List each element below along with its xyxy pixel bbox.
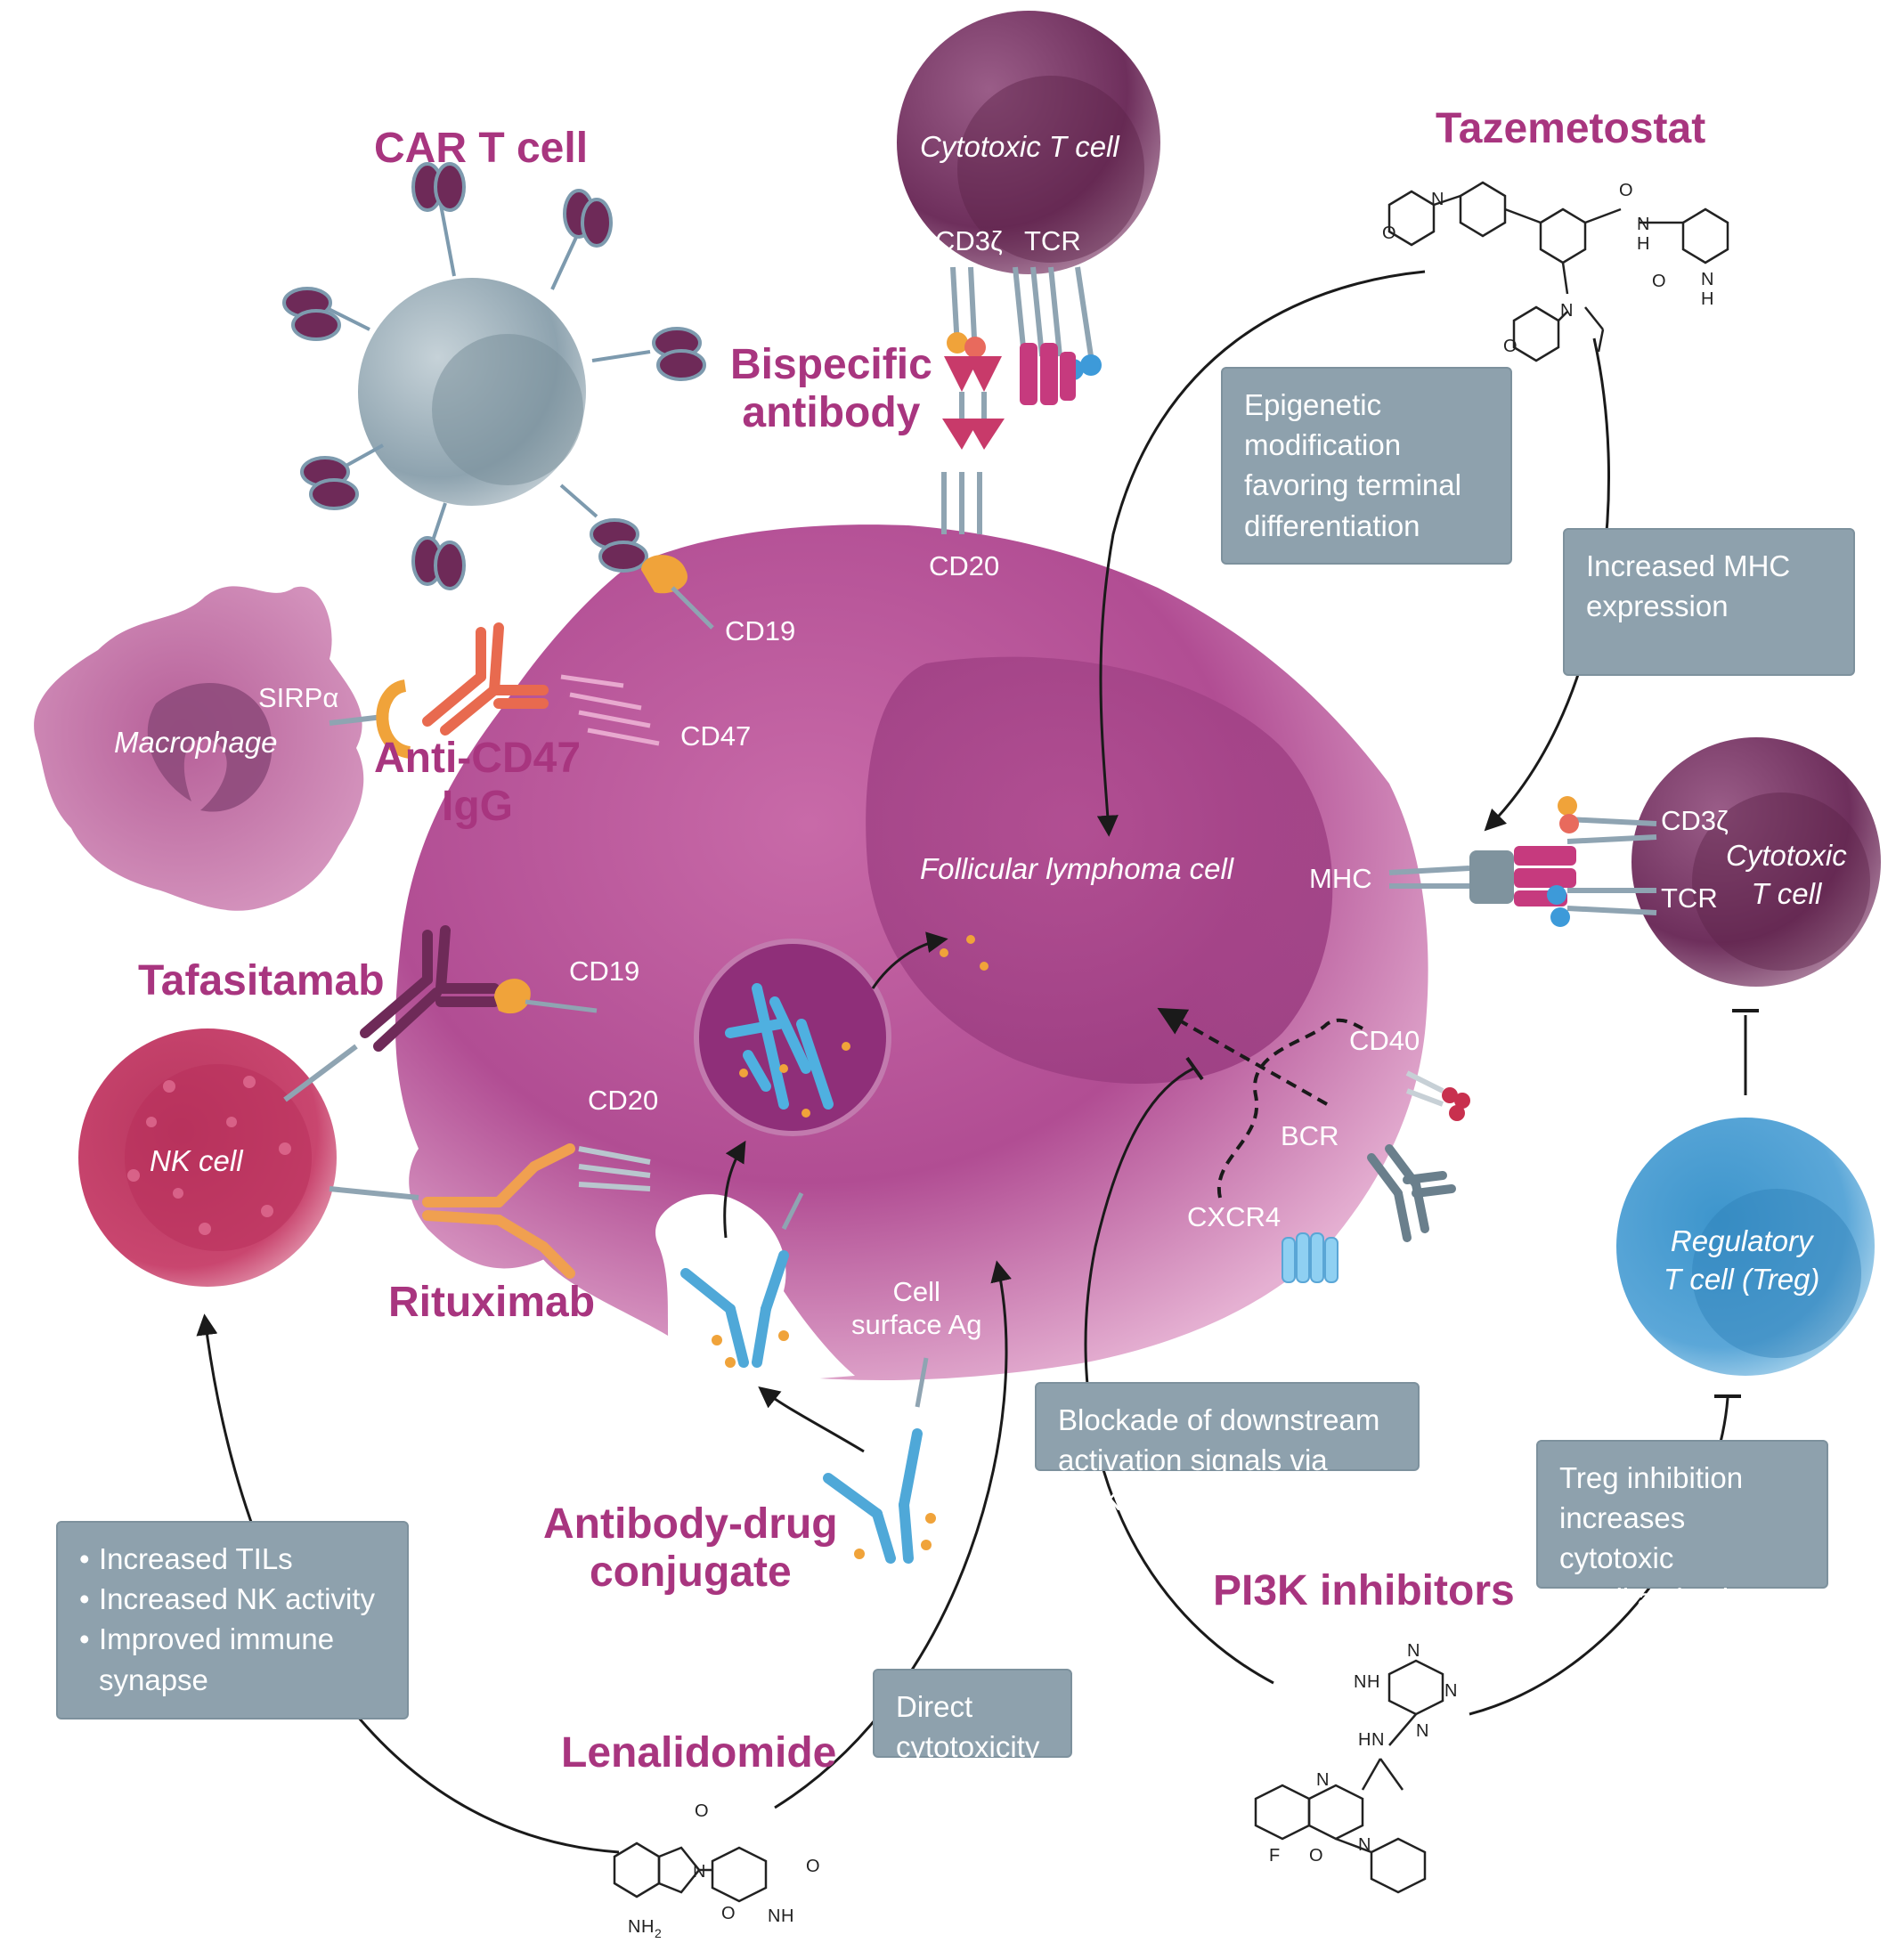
cytotoxic-t-cell-top-label: Cytotoxic T cell <box>920 130 1119 163</box>
chem-atom-o: O <box>695 1801 709 1821</box>
cell-surface-ag-label: Cell surface Ag <box>851 1276 982 1341</box>
chem-atom-o: O <box>1652 272 1666 291</box>
chem-atom-o: O <box>1382 224 1396 243</box>
macrophage-label: Macrophage <box>114 726 278 759</box>
chem-atom-n: N <box>1316 1770 1329 1790</box>
lenalidomide-title: Lenalidomide <box>561 1729 837 1776</box>
immune-effects-list: Increased TILs Increased NK activity Imp… <box>79 1539 386 1700</box>
cd40-label: CD40 <box>1349 1025 1420 1056</box>
chem-atom-o: O <box>1309 1846 1323 1866</box>
mhc-label: MHC <box>1309 863 1372 894</box>
chem-atom-n: N <box>1371 1730 1384 1750</box>
chem-atom-n: N <box>1407 1641 1420 1661</box>
tazemetostat-title: Tazemetostat <box>1436 105 1706 152</box>
pi3k-inhibitor-structure <box>1254 1659 1444 1894</box>
cd47-label: CD47 <box>680 720 752 752</box>
chem-atom-n: N <box>1416 1721 1428 1741</box>
treg-inhibition-box: Treg inhibition increases cytotoxic T ce… <box>1536 1440 1828 1615</box>
direct-cytotoxicity-box: Direct cytotoxicity <box>873 1669 1072 1763</box>
tcr-top-label: TCR <box>1024 225 1081 256</box>
rituximab-title: Rituximab <box>388 1279 596 1326</box>
pi3k-title: PI3K inhibitors <box>1213 1567 1515 1614</box>
immune-effect-item: Increased TILs <box>79 1539 386 1579</box>
bispecific-title: Bispecific antibody <box>730 341 932 436</box>
pi3k-atoms: N N H N N H N N N F O <box>1269 1641 1457 1866</box>
chem-atom-o: O <box>721 1904 736 1923</box>
chem-atom-n: N <box>1560 301 1573 321</box>
chem-atom-n: N <box>1637 215 1649 234</box>
tafasitamab-title: Tafasitamab <box>138 957 385 1004</box>
chem-atom-o: O <box>1503 337 1518 356</box>
chem-atom-n: N <box>693 1862 705 1882</box>
chem-atom-h: H <box>1637 234 1649 254</box>
chem-atom-n: N <box>1354 1672 1366 1692</box>
chem-atom-n: N <box>1358 1835 1371 1855</box>
tcr-right-label: TCR <box>1661 882 1718 914</box>
chem-atom-h: H <box>641 1917 654 1937</box>
lenalidomide-atoms: O O N O N H N H 2 <box>628 1801 820 1940</box>
chem-atom-o: O <box>1619 181 1633 200</box>
chem-atom-f: F <box>1269 1846 1280 1866</box>
bcr-label: BCR <box>1281 1120 1339 1151</box>
cd20-left-label: CD20 <box>588 1085 659 1116</box>
immune-effects-box: Increased TILs Increased NK activity Imp… <box>56 1521 409 1719</box>
car-receptors <box>282 162 706 590</box>
chem-atom-o: O <box>806 1857 820 1876</box>
blockade-box: Blockade of downstream activation signal… <box>1035 1382 1420 1516</box>
cytotoxic-t-cell-top <box>897 11 1160 274</box>
sirpa-label: SIRPα <box>258 682 339 713</box>
chem-atom-h: H <box>1367 1672 1379 1692</box>
immune-effect-item: Improved immune synapse <box>79 1619 386 1699</box>
adc-title: Antibody-drug conjugate <box>543 1500 838 1596</box>
treg-cell <box>1616 1118 1875 1376</box>
epigenetic-box: Epigenetic modification favoring termina… <box>1221 367 1512 565</box>
macrophage <box>34 586 364 911</box>
chem-atom-n: N <box>768 1906 780 1926</box>
cytotoxic-t-cell-right-label: Cytotoxic T cell <box>1726 839 1847 910</box>
chem-atom-n: N <box>1701 270 1713 289</box>
cytotoxic-t-cell-right <box>1631 737 1881 987</box>
chem-atom-h: H <box>1701 289 1713 309</box>
tazemetostat-atoms: N O O N H O N H N O <box>1382 181 1713 356</box>
car-t-title: CAR T cell <box>374 125 589 172</box>
chem-atom-n: N <box>1444 1681 1457 1701</box>
cd3z-right-label: CD3ζ <box>1661 805 1729 836</box>
cd19-top-label: CD19 <box>725 615 796 646</box>
treg-label: Regulatory T cell (Treg) <box>1664 1224 1820 1296</box>
lenalidomide-structure <box>613 1841 768 1903</box>
cxcr4-label: CXCR4 <box>1187 1201 1282 1232</box>
tumor-nucleus <box>866 656 1333 1085</box>
chem-atom-h: H <box>1358 1730 1371 1750</box>
immune-effect-item: Increased NK activity <box>79 1579 386 1619</box>
chem-atom-n: N <box>628 1917 640 1937</box>
chem-atom-h: H <box>781 1906 793 1926</box>
anti-cd47-title: Anti-CD47 IgG <box>374 735 582 830</box>
cd20-top-label: CD20 <box>929 550 1000 581</box>
follicular-cell-label: Follicular lymphoma cell <box>920 852 1234 885</box>
cd3z-top-label: CD3ζ <box>935 225 1003 256</box>
chem-atom-subscript: 2 <box>655 1926 662 1940</box>
chem-atom-n: N <box>1431 190 1444 209</box>
cd19-left-label: CD19 <box>569 955 640 987</box>
nk-cell-label: NK cell <box>150 1144 243 1177</box>
mhc-expression-box: Increased MHC expression <box>1563 528 1855 676</box>
tazemetostat-structure <box>1387 181 1729 362</box>
